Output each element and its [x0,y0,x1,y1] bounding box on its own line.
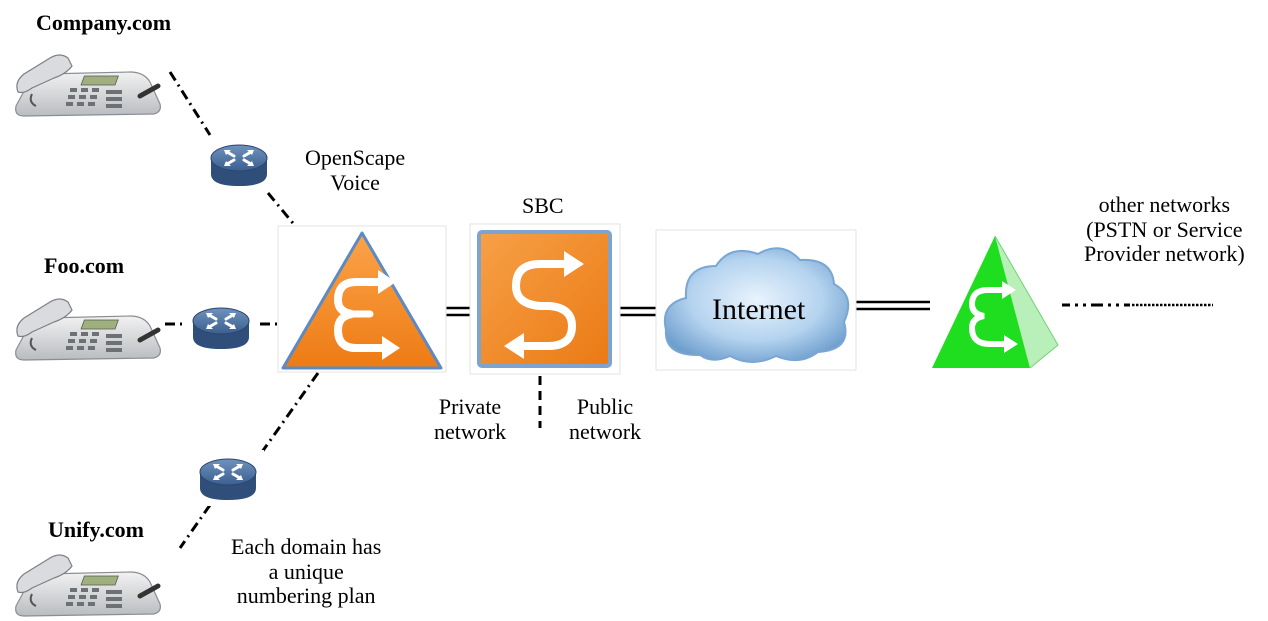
private-network-label: Private network [434,394,507,444]
other-networks-label: other networks (PSTN or Service Provider… [1084,192,1245,267]
router-icon-unify [190,448,266,508]
openscape-voice-label: OpenScape Voice [305,145,406,195]
other-networks-line1: other networks [1098,192,1231,217]
numbering-plan-line3: numbering plan [236,583,376,609]
private-network-line2: network [434,418,507,444]
foo-desk-phone-icon [10,288,160,362]
unify-desk-phone-icon [10,544,160,618]
link-openscape-router-bottom [260,372,320,453]
unify-domain-label: Unify.com [48,517,144,542]
numbering-plan-note: Each domain has a unique numbering plan [231,534,382,609]
public-network-line2: network [569,418,642,444]
other-networks-line2: (PSTN or Service [1086,216,1243,242]
numbering-plan-line1: Each domain has [231,534,382,559]
numbering-plan-line2: a unique [268,558,344,584]
internet-label: Internet [712,293,806,326]
openscape-label-line2: Voice [330,169,380,195]
internet-cloud-icon [655,229,857,371]
provider-network-icon [930,232,1062,370]
router-icon-company [201,134,277,194]
other-networks-line3: Provider network) [1084,241,1245,267]
link-company-router [168,71,212,136]
private-network-line1: Private [438,394,502,419]
openscape-label-line1: OpenScape [305,145,406,170]
public-network-line1: Public [576,394,634,419]
openscape-voice-icon [277,225,447,373]
company-desk-phone-icon [10,44,160,118]
foo-domain-label: Foo.com [44,253,125,278]
sbc-label: SBC [522,193,564,218]
public-network-label: Public network [569,394,642,444]
link-router-unify [178,504,212,549]
router-icon-foo [183,297,259,357]
sbc-icon [469,223,621,375]
company-domain-label: Company.com [36,10,172,35]
